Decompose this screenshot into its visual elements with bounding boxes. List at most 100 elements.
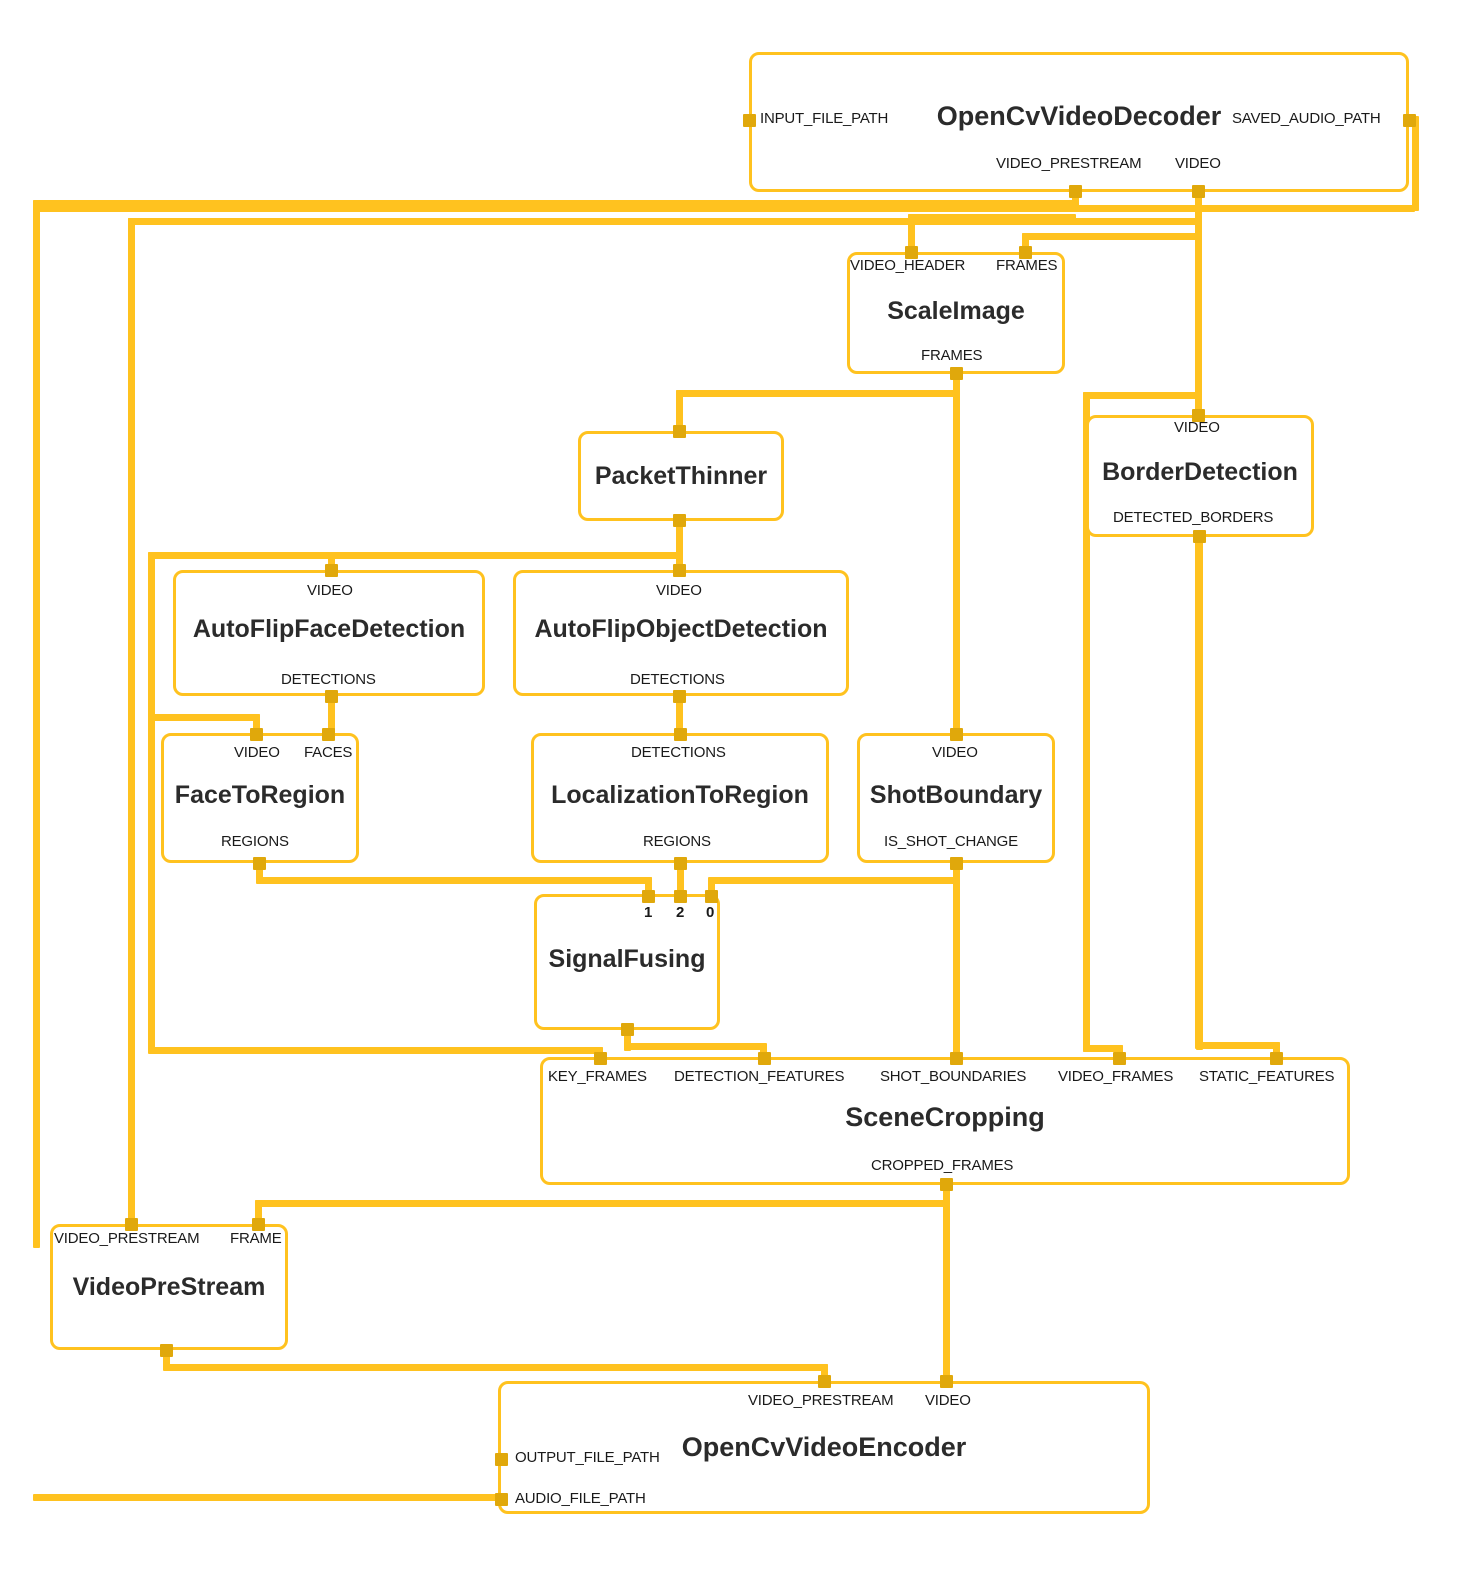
port-stub-cropped-frames[interactable]: [940, 1178, 953, 1191]
port-stub-vps-frame[interactable]: [252, 1218, 265, 1231]
port-stub-vps-video-prestream[interactable]: [125, 1218, 138, 1231]
port-stub-input-file-path[interactable]: [743, 114, 756, 127]
port-stub-decoder-video[interactable]: [1192, 185, 1205, 198]
edge-audio-right-down: [1412, 116, 1419, 211]
port-stub-faceDet-video[interactable]: [325, 564, 338, 577]
port-label-scaleimage-frames-out: FRAMES: [921, 347, 983, 364]
port-stub-objDet-detections[interactable]: [673, 690, 686, 703]
port-stub-objDet-video[interactable]: [673, 564, 686, 577]
edge-sb-out-v: [953, 865, 960, 1055]
edge-prestream-bus-top: [33, 200, 1079, 207]
port-stub-sb-video[interactable]: [950, 728, 963, 741]
port-stub-is-shot-change[interactable]: [950, 857, 963, 870]
edge-sf-to-sc-v: [760, 1043, 767, 1057]
port-stub-sf-1[interactable]: [642, 890, 655, 903]
edge-video-to-sc-down: [1273, 1042, 1280, 1060]
edge-face-det-to-ftr: [328, 690, 335, 740]
port-stub-ltr-detections[interactable]: [674, 728, 687, 741]
node-title-autoflip-face-detection: AutoFlipFaceDetection: [192, 615, 466, 643]
node-title-border-detection: BorderDetection: [1102, 458, 1298, 486]
edge-thinner-out-v: [676, 516, 683, 578]
port-label-ltr-regions: REGIONS: [643, 833, 711, 850]
node-scale-image[interactable]: ScaleImage: [847, 252, 1065, 374]
edge-audio-bottom: [33, 1494, 503, 1501]
port-stub-output-file-path[interactable]: [495, 1453, 508, 1466]
port-stub-video-frames[interactable]: [1113, 1052, 1126, 1065]
node-title-scene-cropping: SceneCropping: [845, 1102, 1045, 1132]
port-stub-sf-out[interactable]: [621, 1023, 634, 1036]
node-title-video-pre-stream: VideoPreStream: [72, 1273, 266, 1301]
edge-audio-bus: [33, 205, 1415, 212]
edge-video-to-scaleimage-v: [1022, 233, 1029, 253]
edge-cropped-v: [943, 1180, 950, 1392]
port-stub-ftr-faces[interactable]: [322, 728, 335, 741]
edge-ftr-to-sf-h: [256, 877, 652, 884]
port-label-objDet-video: VIDEO: [656, 582, 702, 599]
port-stub-scaleimage-frames-out[interactable]: [950, 367, 963, 380]
port-label-shot-boundaries: SHOT_BOUNDARIES: [880, 1068, 1027, 1085]
port-label-faceDet-detections: DETECTIONS: [281, 671, 376, 688]
port-label-vps-frame: FRAME: [230, 1230, 282, 1247]
edge-prestream-stub-down: [1072, 190, 1079, 208]
port-label-video-header: VIDEO_HEADER: [850, 257, 966, 274]
port-stub-detected-borders[interactable]: [1193, 530, 1206, 543]
port-stub-sf-2[interactable]: [674, 890, 687, 903]
node-title-autoflip-object-detection: AutoFlipObjectDetection: [534, 615, 828, 643]
port-stub-static-features[interactable]: [1270, 1052, 1283, 1065]
edge-thinner-to-ftr-h: [148, 714, 260, 721]
edge-thinner-split-h: [148, 552, 680, 559]
port-stub-decoder-video-prestream[interactable]: [1069, 185, 1082, 198]
node-face-to-region[interactable]: FaceToRegion: [161, 733, 359, 863]
node-localization-to-region[interactable]: LocalizationToRegion: [531, 733, 829, 863]
edge-ftr-out-v: [256, 865, 263, 881]
port-stub-faceDet-detections[interactable]: [325, 690, 338, 703]
node-shot-boundary[interactable]: ShotBoundary: [857, 733, 1055, 863]
edge-bd-in-h: [1083, 392, 1198, 399]
port-stub-scaleimage-frames-in[interactable]: [1019, 246, 1032, 259]
edge-video-to-scenecropping-h: [1195, 1042, 1280, 1049]
port-label-objDet-detections: DETECTIONS: [630, 671, 725, 688]
edge-obj-det-to-ltr: [676, 690, 683, 740]
edge-sf-out-v: [624, 1025, 631, 1051]
port-stub-vps-out[interactable]: [160, 1344, 173, 1357]
node-packet-thinner[interactable]: PacketThinner: [578, 431, 784, 521]
edge-thinner-to-ftr-left-v: [148, 552, 155, 1050]
port-label-output-file-path: OUTPUT_FILE_PATH: [515, 1449, 660, 1466]
edge-sb-to-sf-v: [708, 877, 715, 899]
port-stub-borderdetection-video[interactable]: [1192, 409, 1205, 422]
edge-keyframes-h: [148, 1047, 603, 1054]
port-stub-detection-features[interactable]: [758, 1052, 771, 1065]
port-stub-enc-video-prestream[interactable]: [818, 1375, 831, 1388]
node-signal-fusing[interactable]: SignalFusing: [534, 894, 720, 1030]
node-title-localization-to-region: LocalizationToRegion: [551, 781, 809, 809]
port-stub-ftr-video[interactable]: [250, 728, 263, 741]
port-label-is-shot-change: IS_SHOT_CHANGE: [884, 833, 1018, 850]
port-stub-ltr-regions[interactable]: [674, 857, 687, 870]
port-label-decoder-video: VIDEO: [1175, 155, 1221, 172]
port-stub-key-frames[interactable]: [594, 1052, 607, 1065]
port-label-enc-video: VIDEO: [925, 1392, 971, 1409]
port-label-input-file-path: INPUT_FILE_PATH: [760, 110, 889, 127]
port-label-sf-1: 1: [644, 904, 653, 921]
port-stub-saved-audio-path[interactable]: [1403, 114, 1416, 127]
edge-prestream-left-down: [33, 200, 40, 1248]
port-label-key-frames: KEY_FRAMES: [548, 1068, 647, 1085]
port-stub-thinner-out[interactable]: [673, 514, 686, 527]
node-border-detection[interactable]: BorderDetection: [1086, 415, 1314, 537]
port-label-borderdetection-video: VIDEO: [1174, 419, 1220, 436]
edge-sf-to-sc-h: [624, 1043, 766, 1050]
port-label-vps-video-prestream: VIDEO_PRESTREAM: [54, 1230, 200, 1247]
node-opencv-video-decoder[interactable]: OpenCvVideoDecoder: [749, 52, 1409, 192]
port-stub-sf-0[interactable]: [705, 890, 718, 903]
port-stub-ftr-regions[interactable]: [253, 857, 266, 870]
edge-bd-left-to-sc: [1083, 1045, 1123, 1052]
port-stub-thinner-in[interactable]: [673, 425, 686, 438]
port-stub-video-header[interactable]: [905, 246, 918, 259]
port-stub-audio-file-path[interactable]: [495, 1493, 508, 1506]
port-stub-shot-boundaries[interactable]: [950, 1052, 963, 1065]
node-title-packet-thinner: PacketThinner: [594, 462, 768, 490]
node-scene-cropping[interactable]: SceneCropping: [540, 1057, 1350, 1185]
port-label-ftr-faces: FACES: [304, 744, 353, 761]
port-stub-enc-video[interactable]: [940, 1375, 953, 1388]
